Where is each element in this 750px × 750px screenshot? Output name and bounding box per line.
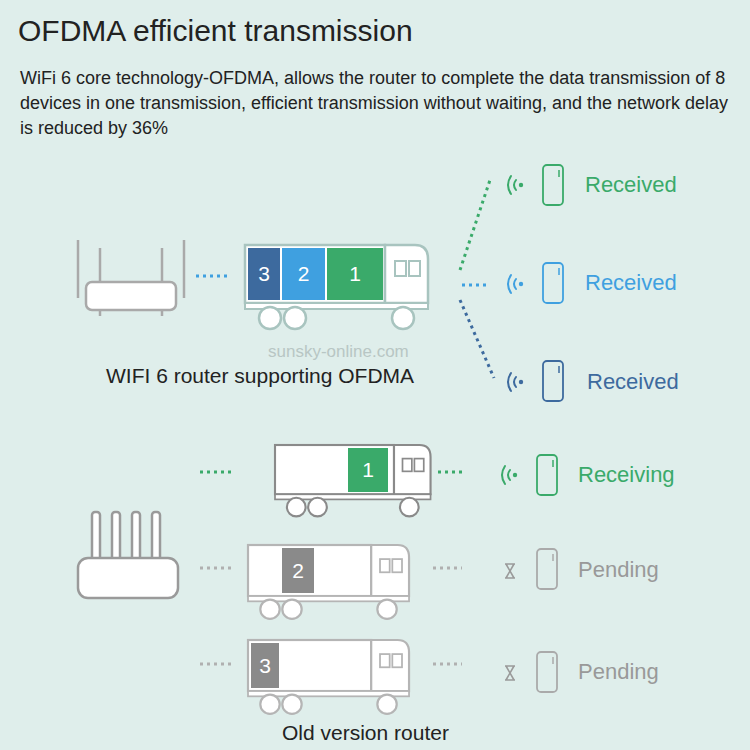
phone-icon xyxy=(537,652,557,692)
cargo-number: 3 xyxy=(259,654,271,678)
truck xyxy=(275,445,431,516)
cargo-box: 3 xyxy=(251,643,279,688)
status-label: Received xyxy=(585,172,677,198)
status-label: Pending xyxy=(578,659,659,685)
phone-icon xyxy=(537,455,557,495)
cargo-number: 1 xyxy=(349,262,361,286)
phone-icon xyxy=(543,263,563,303)
dotted-links xyxy=(200,472,466,664)
cargo-number: 1 xyxy=(362,458,374,482)
old-router xyxy=(78,512,178,598)
cargo-number: 2 xyxy=(292,559,304,583)
caption-label: Old version router xyxy=(282,721,449,745)
dotted-link xyxy=(196,275,230,278)
wifi-icon xyxy=(508,373,523,391)
status-label: Received xyxy=(587,369,679,395)
phone-icon xyxy=(537,549,557,589)
hourglass-icon xyxy=(505,564,515,578)
truck xyxy=(248,640,409,714)
caption-label: WIFI 6 router supporting OFDMA xyxy=(106,364,414,388)
phone-icon xyxy=(543,361,563,401)
wifi6-router xyxy=(78,240,184,316)
phone-icon xyxy=(543,165,563,205)
wifi-icon xyxy=(508,275,523,293)
truck xyxy=(248,545,409,619)
cargo-number: 2 xyxy=(298,262,310,286)
watermark: sunsky-online.com xyxy=(268,342,409,362)
status-label: Receiving xyxy=(578,462,675,488)
wifi-icon xyxy=(508,176,523,194)
cargo-number: 3 xyxy=(258,262,270,286)
hourglass-icon xyxy=(505,666,515,680)
status-label: Received xyxy=(585,270,677,296)
dotted-links xyxy=(460,180,494,378)
title: OFDMA efficient transmission xyxy=(18,14,413,48)
cargo-box: 2 xyxy=(282,548,314,593)
cargo-box: 3 xyxy=(248,248,280,300)
wifi-icon xyxy=(502,466,517,484)
description: WiFi 6 core technology-OFDMA, allows the… xyxy=(20,66,732,141)
cargo-box: 2 xyxy=(282,248,325,300)
cargo-box: 1 xyxy=(327,248,383,300)
status-label: Pending xyxy=(578,557,659,583)
truck xyxy=(245,245,428,329)
cargo-box: 1 xyxy=(348,448,388,492)
